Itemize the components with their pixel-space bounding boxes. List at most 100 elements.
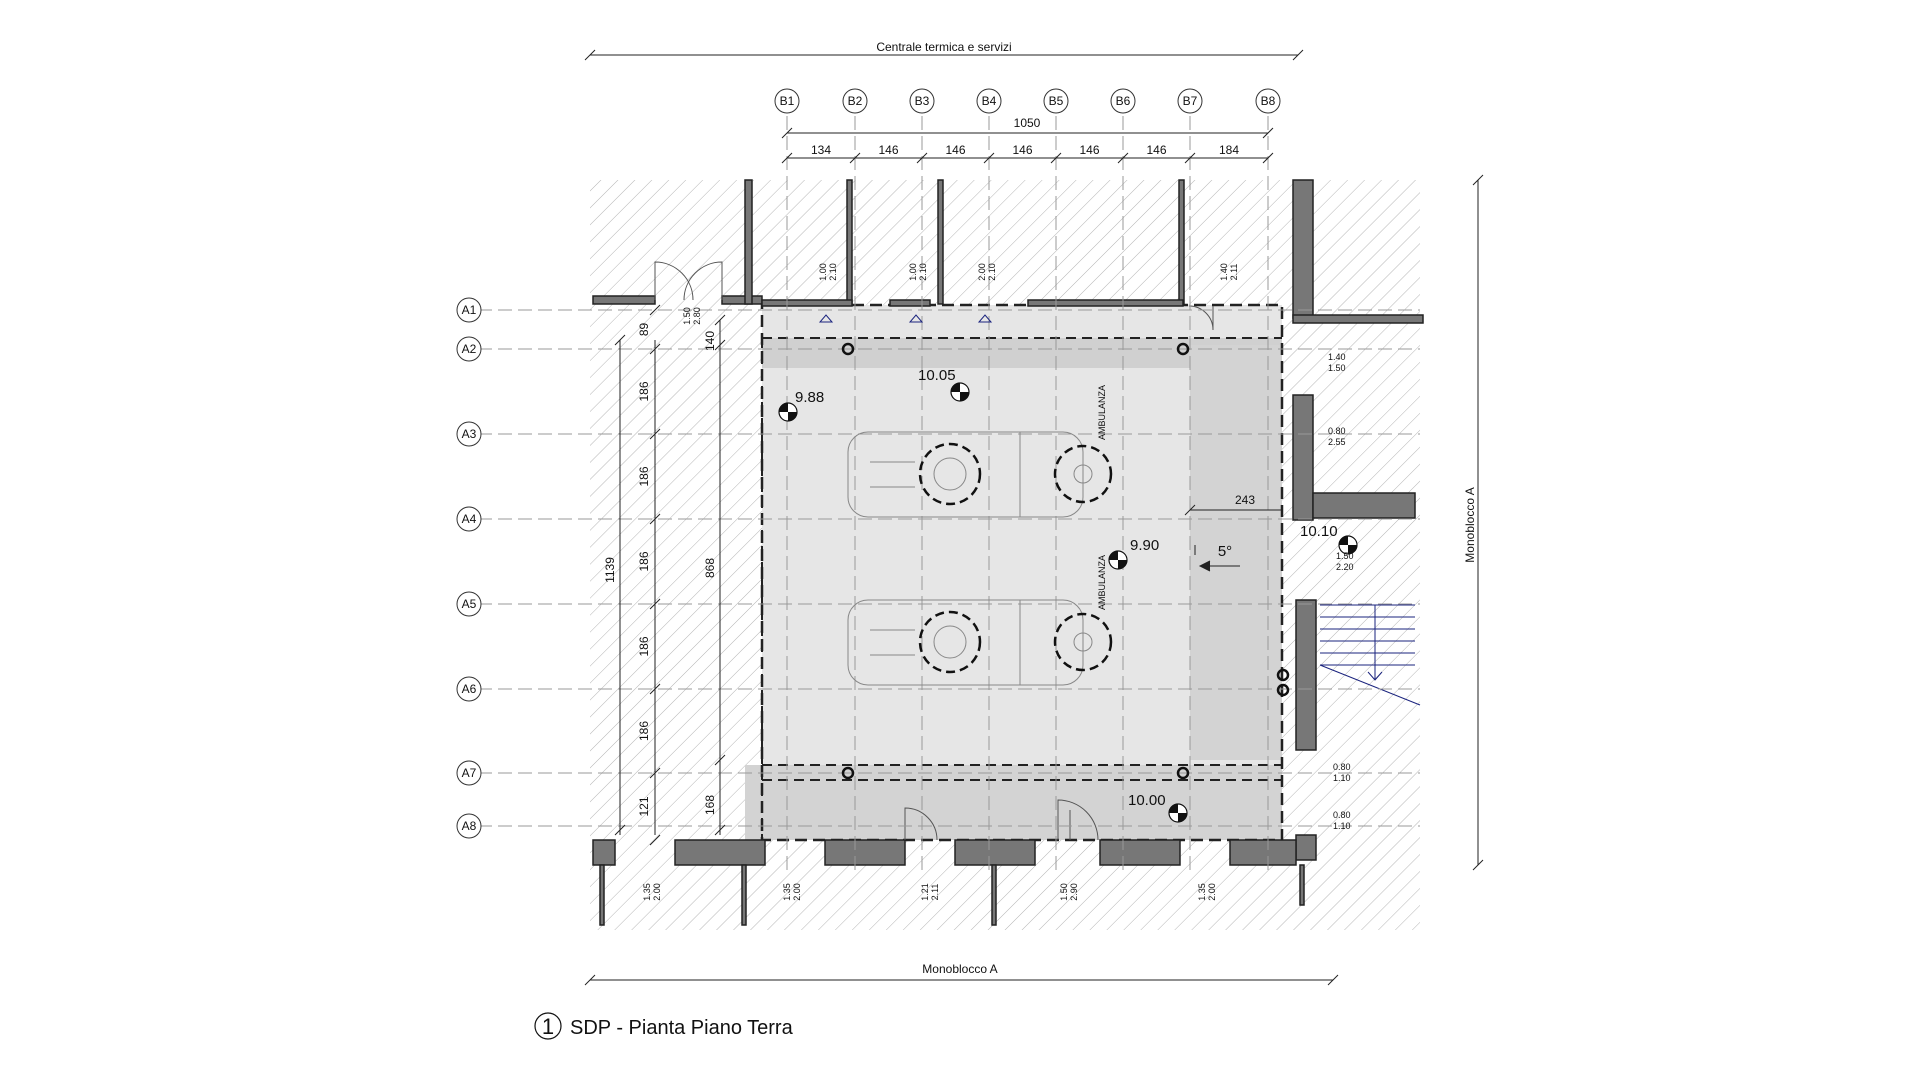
wall-right-mid <box>1292 394 1314 521</box>
opening-dimension: 1.40 <box>1328 352 1346 362</box>
wall-top-left <box>592 295 656 305</box>
ambulance-1 <box>847 431 1113 518</box>
elevation-value: 10.00 <box>1128 792 1166 809</box>
left-span-label: 186 <box>637 636 651 656</box>
dimension-tick <box>649 767 661 779</box>
grid-bubble-label: B8 <box>1261 94 1276 108</box>
elevation-marker: 10.10 <box>1300 523 1358 555</box>
opening-dimension: 2.10 <box>828 263 838 281</box>
door-left-leaf-1 <box>654 261 694 301</box>
opening-dimension: 2.10 <box>918 263 928 281</box>
dimension-tick <box>649 834 661 846</box>
wall-column-top-4 <box>1178 179 1185 305</box>
dimension-tick <box>983 152 995 164</box>
dimension-tick <box>649 513 661 525</box>
grid-bubble-label: B3 <box>915 94 930 108</box>
opening-dimension: 1.21 <box>920 883 930 901</box>
opening-dimension: 2.00 <box>977 263 987 281</box>
wall-bottom-5 <box>1099 839 1181 866</box>
grid-bubble-a3: A3 <box>456 421 482 447</box>
grid-bubble-a5: A5 <box>456 591 482 617</box>
opening-dimension: 1.40 <box>1219 263 1229 281</box>
dimension-tick <box>916 152 928 164</box>
opening-dimension: 1.10 <box>1333 821 1351 831</box>
grid-bubble-label: B1 <box>780 94 795 108</box>
grid-bubble-label: A2 <box>462 342 477 356</box>
opening-dimension: 2.11 <box>1229 264 1239 281</box>
grid-bubble-label: A3 <box>462 427 477 441</box>
grid-bubble-label: A5 <box>462 597 477 611</box>
walls <box>592 179 1424 926</box>
grid-lines <box>478 116 1420 870</box>
grid-bubble-label: B4 <box>982 94 997 108</box>
dimension-tick <box>649 428 661 440</box>
level-marker-icon <box>977 314 993 323</box>
ramp-bottom <box>745 765 1282 840</box>
dimension-tick <box>649 683 661 695</box>
wall-bottom-2 <box>674 839 766 866</box>
top-span-ticks <box>781 152 1274 164</box>
dimension-tick <box>849 152 861 164</box>
dimension-tick <box>1117 152 1129 164</box>
top-dimensions <box>584 49 1304 159</box>
left-span-label: 186 <box>637 381 651 401</box>
top-span-label: 146 <box>1012 143 1032 157</box>
opening-dimension: 2.80 <box>692 307 702 325</box>
grid-bubble-a4: A4 <box>456 506 482 532</box>
left-span-label: 121 <box>637 796 651 816</box>
opening-dimension: 1.50 <box>1328 363 1346 373</box>
level-marker-icon <box>908 314 924 323</box>
grid-bubble-a7: A7 <box>456 760 482 786</box>
dimension-tick <box>649 343 661 355</box>
grid-bubble-label: A4 <box>462 512 477 526</box>
elevation-value: 10.05 <box>918 367 956 384</box>
opening-dimension: 2.55 <box>1328 437 1346 447</box>
opening-dimension: 1.50 <box>1059 883 1069 901</box>
wall-bottom-1 <box>592 839 616 866</box>
wall-right-top <box>1292 179 1314 319</box>
wall-column-top-1 <box>744 179 753 305</box>
elevation-marker: 10.00 <box>1128 792 1188 823</box>
opening-dimension: 1.00 <box>818 263 828 281</box>
left-span-label: 89 <box>637 323 651 337</box>
left-inner-total: 868 <box>703 558 717 578</box>
opening-label: 1.401.50 <box>1328 352 1346 373</box>
opening-dimension: 2.90 <box>1069 883 1079 901</box>
grid-bubble-label: A1 <box>462 303 477 317</box>
grid-bubble-label: A8 <box>462 819 477 833</box>
grid-bubble-b3: B3 <box>909 88 935 114</box>
door-left-leaf-2 <box>683 261 723 301</box>
bottom-dimension <box>584 974 1339 986</box>
top-span-label: 146 <box>1079 143 1099 157</box>
grid-bubble-label: A7 <box>462 766 477 780</box>
title-number-circle <box>534 1012 562 1040</box>
stair <box>1319 604 1421 706</box>
opening-dimension: 1.35 <box>1197 883 1207 901</box>
column-pin <box>841 342 855 356</box>
opening-dimension: 1.35 <box>782 883 792 901</box>
right-label: Monoblocco A <box>1463 487 1477 562</box>
column-pin <box>1176 766 1190 780</box>
grid-bubble-b8: B8 <box>1255 88 1281 114</box>
top-total-dimension: 1050 <box>1014 116 1041 130</box>
wall-bottom-6 <box>1229 839 1297 866</box>
opening-dimension: 1.00 <box>908 263 918 281</box>
grid-bubble-b1: B1 <box>774 88 800 114</box>
wall-bottom-4 <box>954 839 1036 866</box>
left-dimensions <box>614 314 726 836</box>
top-label: Centrale termica e servizi <box>876 40 1011 54</box>
interior-dimension <box>1184 504 1282 572</box>
structural-columns <box>841 342 1290 780</box>
top-span-label: 146 <box>945 143 965 157</box>
dimension-tick <box>1184 152 1196 164</box>
dimension-tick <box>1050 152 1062 164</box>
vehicle-label: AMBULANZA <box>1097 385 1107 440</box>
opening-label: 1.502.20 <box>1336 551 1354 572</box>
